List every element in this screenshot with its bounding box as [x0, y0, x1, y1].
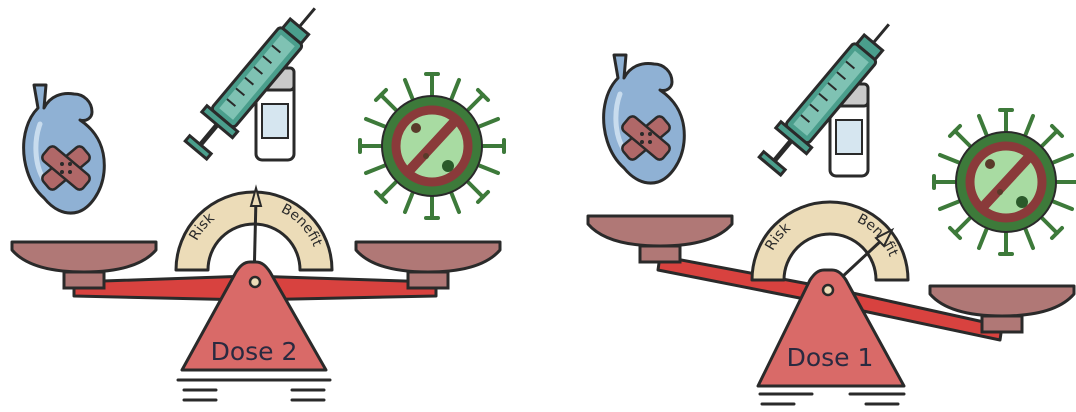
heart-with-bandage-icon — [24, 85, 105, 213]
dose-label: Dose 1 — [787, 343, 874, 372]
left-scale-pan — [588, 216, 732, 262]
syringe-and-vial-icon — [755, 11, 905, 178]
crossed-out-virus-icon — [934, 110, 1076, 254]
panel-dose-1: Risk Benefit Dose 1 — [588, 11, 1076, 404]
crossed-out-virus-icon — [360, 74, 504, 218]
dose-label: Dose 2 — [211, 337, 298, 366]
heart-with-bandage-icon — [604, 55, 685, 183]
panel-dose-2: Risk Benefit Dose 2 — [12, 0, 504, 400]
syringe-and-vial-icon — [181, 0, 331, 163]
